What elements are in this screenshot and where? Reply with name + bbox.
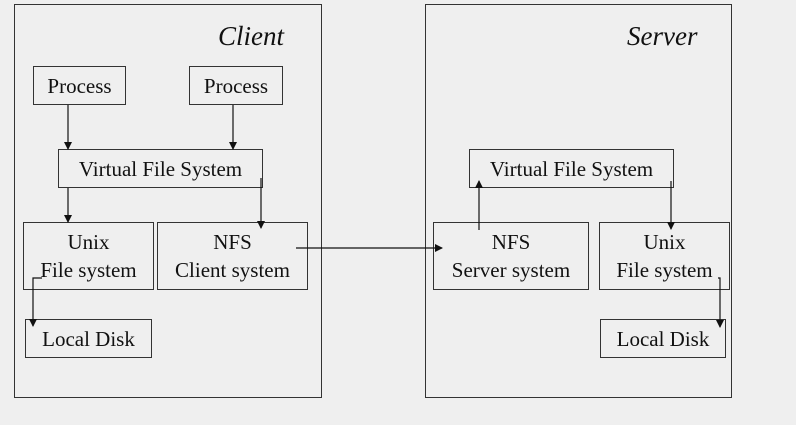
client-nfs-line2: Client system	[175, 258, 290, 282]
server-nfs-line1: NFS	[491, 230, 531, 254]
server-vfs-label: Virtual File System	[489, 156, 654, 181]
client-unix-fs-line2: File system	[40, 258, 137, 282]
server-unix-fs-box: Unix File system	[599, 222, 730, 290]
client-process-left-box: Process	[33, 66, 126, 105]
client-nfs-line1: NFS	[213, 230, 252, 254]
client-vfs-label: Virtual File System	[78, 156, 243, 181]
server-unix-fs-line1: Unix	[643, 230, 686, 254]
client-process-right-box: Process	[189, 66, 283, 105]
client-vfs-box: Virtual File System	[58, 149, 263, 188]
server-vfs-box: Virtual File System	[469, 149, 674, 188]
client-title: Client	[218, 21, 284, 51]
server-nfs-box: NFS Server system	[433, 222, 589, 290]
client-local-disk-label: Local Disk	[42, 326, 135, 351]
server-local-disk-label: Local Disk	[616, 326, 710, 351]
server-title: Server	[627, 21, 698, 51]
server-unix-fs-line2: File system	[616, 258, 713, 282]
client-process-right-label: Process	[203, 73, 269, 98]
server-local-disk-box: Local Disk	[600, 319, 726, 358]
client-unix-fs-line1: Unix	[67, 230, 110, 254]
client-unix-fs-box: Unix File system	[23, 222, 154, 290]
server-nfs-line2: Server system	[451, 258, 571, 282]
client-process-left-label: Process	[47, 73, 112, 98]
client-nfs-box: NFS Client system	[157, 222, 308, 290]
client-local-disk-box: Local Disk	[25, 319, 152, 358]
